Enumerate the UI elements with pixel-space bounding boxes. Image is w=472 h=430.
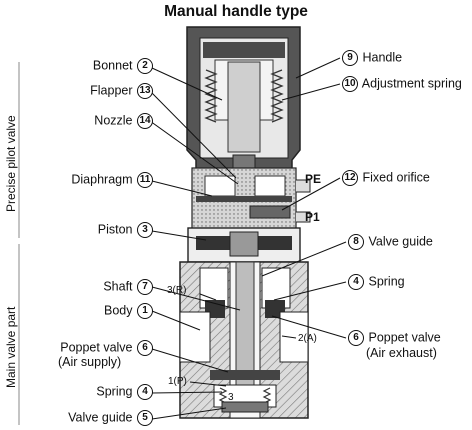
port-3-inner: 3 [228,392,234,403]
label-poppet-valve-exhaust: 6 Poppet valve [347,330,441,346]
label-piston: Piston 3 [60,222,154,238]
label-valve-guide-right: 8 Valve guide [347,234,433,250]
label-bonnet: Bonnet 2 [60,58,154,74]
label-fixed-orifice: 12 Fixed orifice [341,170,430,186]
label-shaft: Shaft 7 [60,279,154,295]
label-spring-right: 4 Spring [347,274,405,290]
label-spring-left: Spring 4 [60,384,154,400]
label-valve-guide-left: Valve guide 5 [40,410,154,426]
port-3r: 3(R) [167,285,187,296]
port-2a: 2(A) [298,333,317,344]
port-pe: PE [305,172,322,186]
port-1p: 1(P) [168,376,187,387]
label-flapper: Flapper 13 [60,83,154,99]
label-poppet-valve-exhaust-sub: (Air exhaust) [366,346,437,360]
label-adjustment-spring: 10 Adjustment spring [341,76,462,92]
port-p1: P1 [305,210,320,224]
label-body: Body 1 [60,303,154,319]
label-poppet-valve-supply-sub: (Air supply) [58,355,122,369]
label-handle: 9 Handle [341,50,402,66]
label-nozzle: Nozzle 14 [60,113,154,129]
label-poppet-valve-supply: Poppet valve 6 [40,340,154,356]
label-diaphragm: Diaphragm 11 [40,172,154,188]
diagram-title: Manual handle type [164,3,308,20]
